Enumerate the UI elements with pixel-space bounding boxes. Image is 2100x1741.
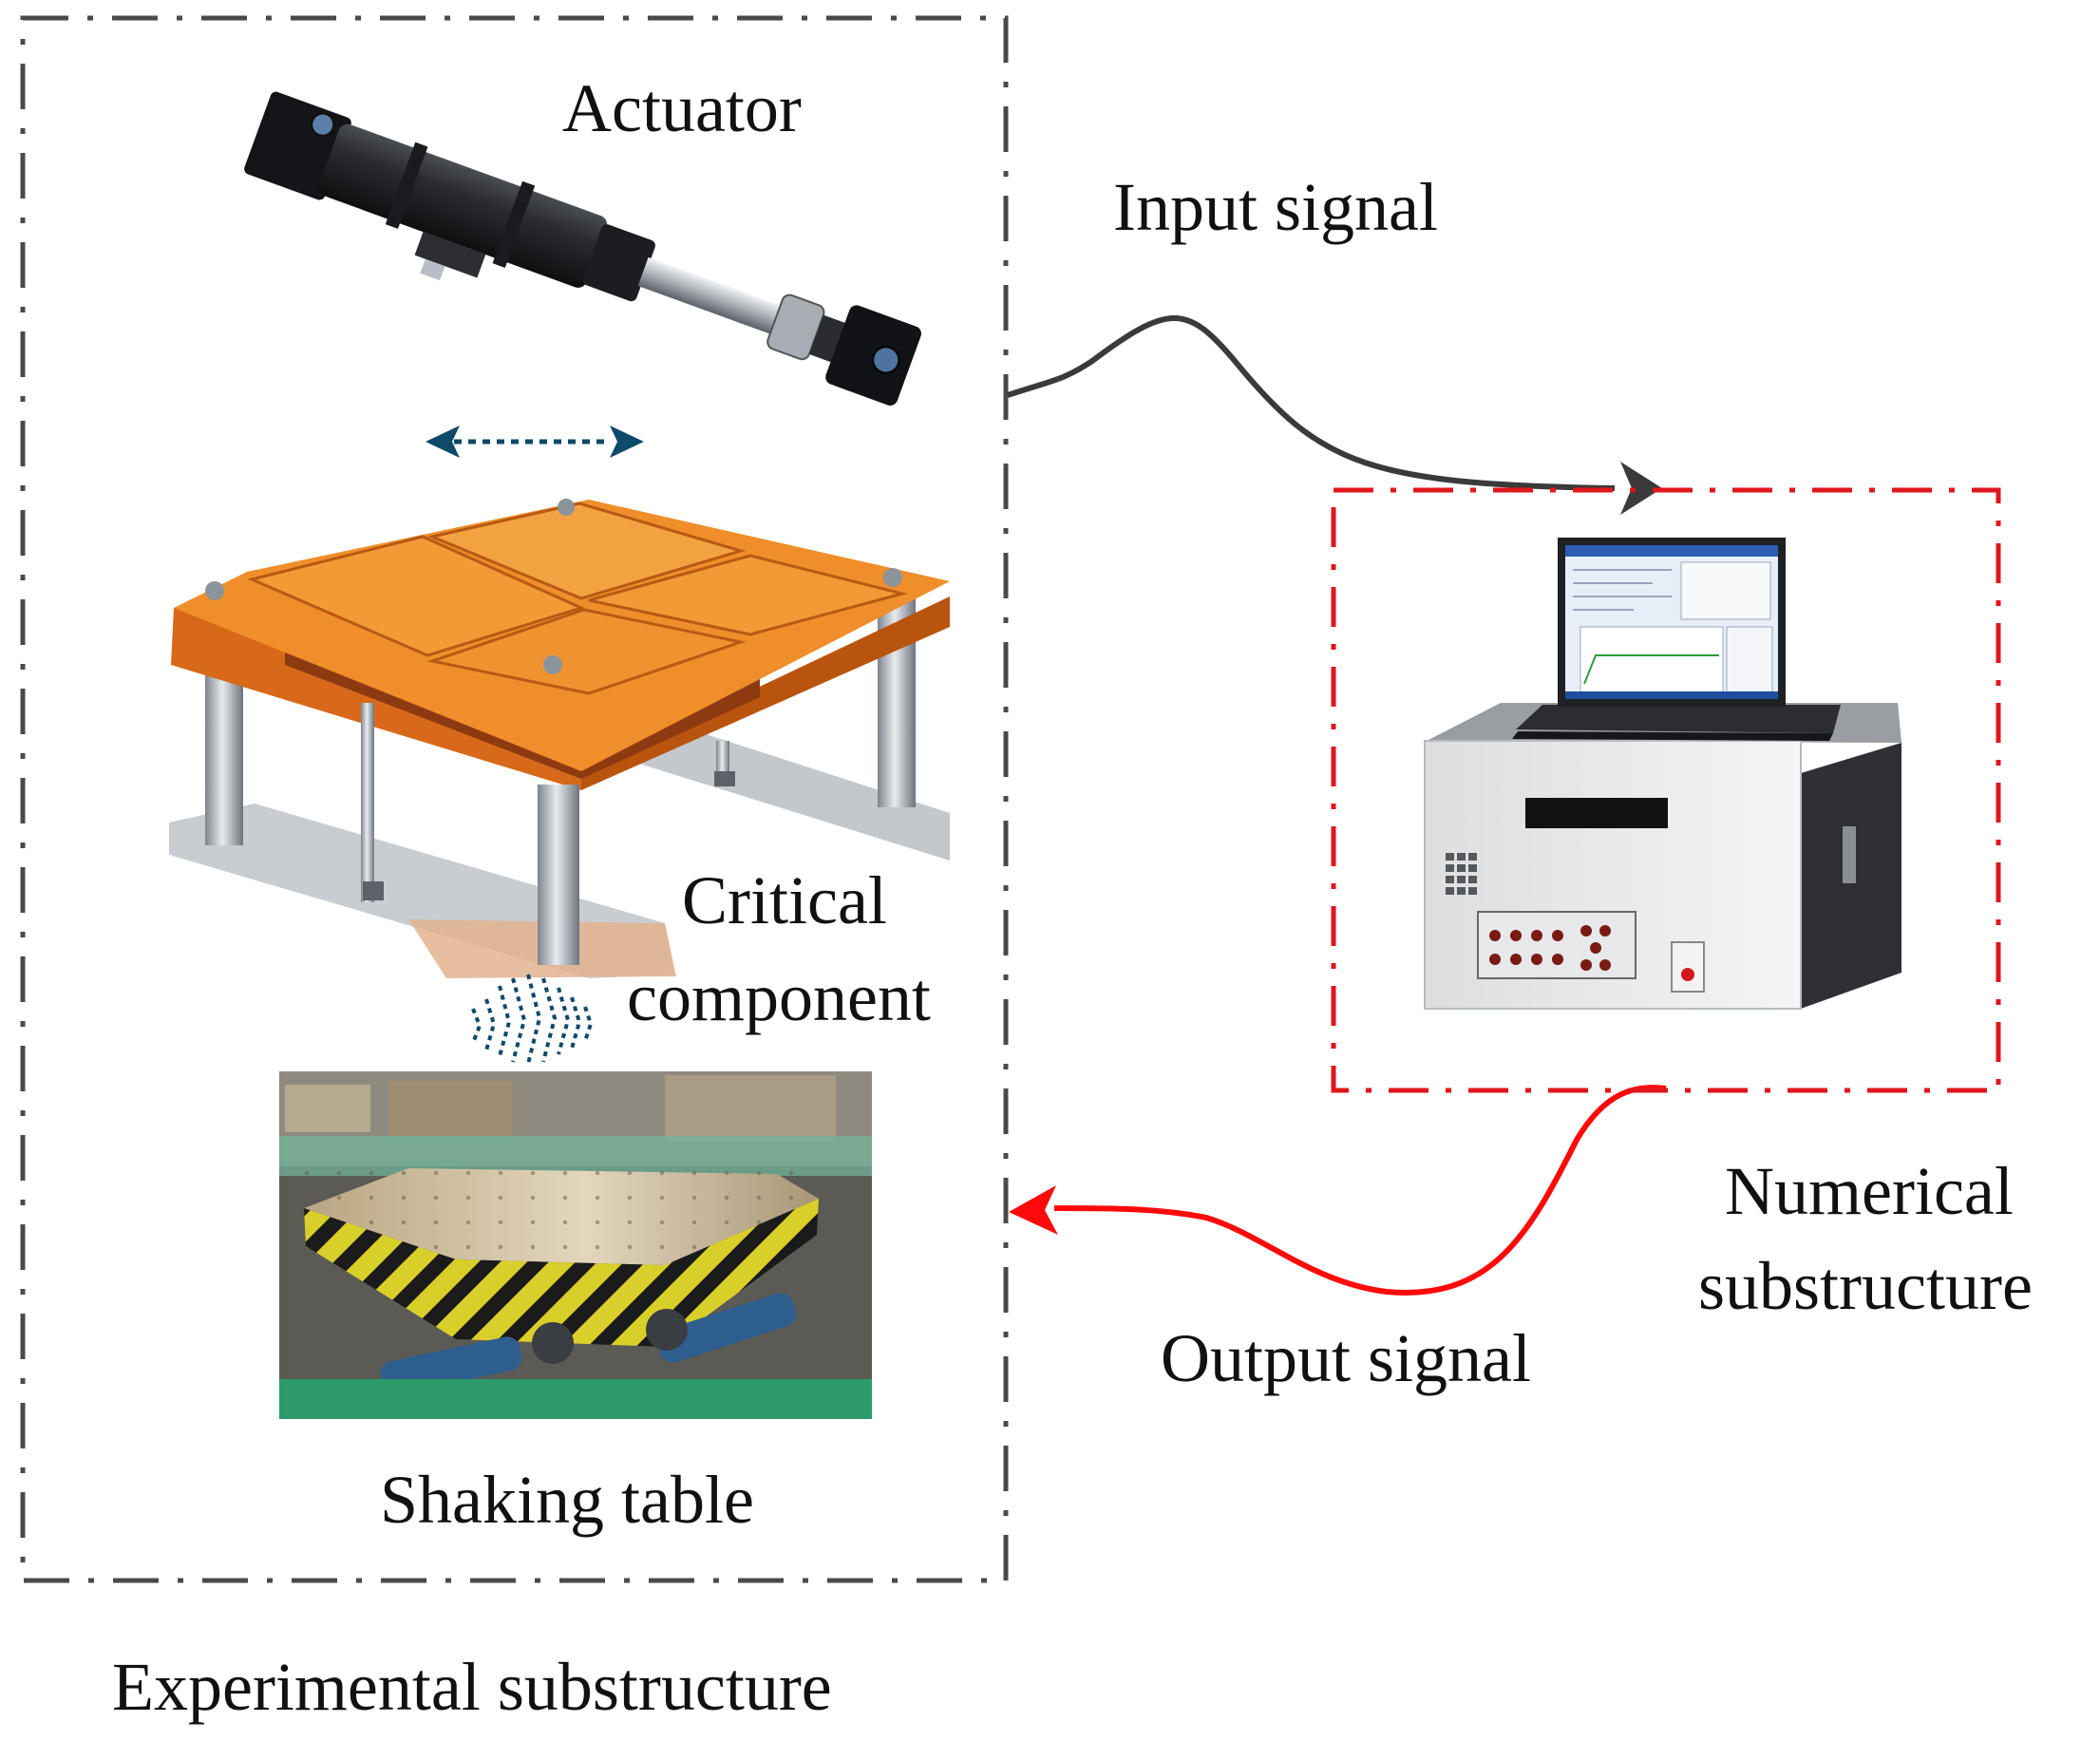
experimental-substructure-label: Experimental substructure: [112, 1649, 832, 1725]
vibration-wave-icon: [471, 974, 594, 1065]
numerical-substructure-box: [1331, 487, 2001, 1093]
output-signal-label: Output signal: [1161, 1320, 1531, 1396]
input-signal-arrow: [1007, 315, 1662, 515]
isolation-bearing-platform-icon: [169, 499, 950, 978]
input-signal-label: Input signal: [1113, 169, 1438, 245]
laptop-controller-icon: [1424, 538, 1901, 1010]
critical-component-label-line1: Critical: [682, 862, 887, 938]
experimental-substructure-box: [20, 15, 1009, 1583]
horizontal-motion-arrow-icon: [426, 426, 644, 458]
numerical-substructure-label-line2: substructure: [1698, 1248, 2033, 1324]
shaking-table-label: Shaking table: [380, 1462, 754, 1538]
shaking-table-photo-icon: [279, 1071, 872, 1419]
output-signal-arrow: [1009, 1085, 1667, 1296]
actuator-label: Actuator: [562, 70, 802, 146]
critical-component-label-line2: component: [627, 959, 931, 1035]
numerical-substructure-label-line1: Numerical: [1725, 1153, 2014, 1229]
hydraulic-actuator-icon: [244, 91, 921, 406]
